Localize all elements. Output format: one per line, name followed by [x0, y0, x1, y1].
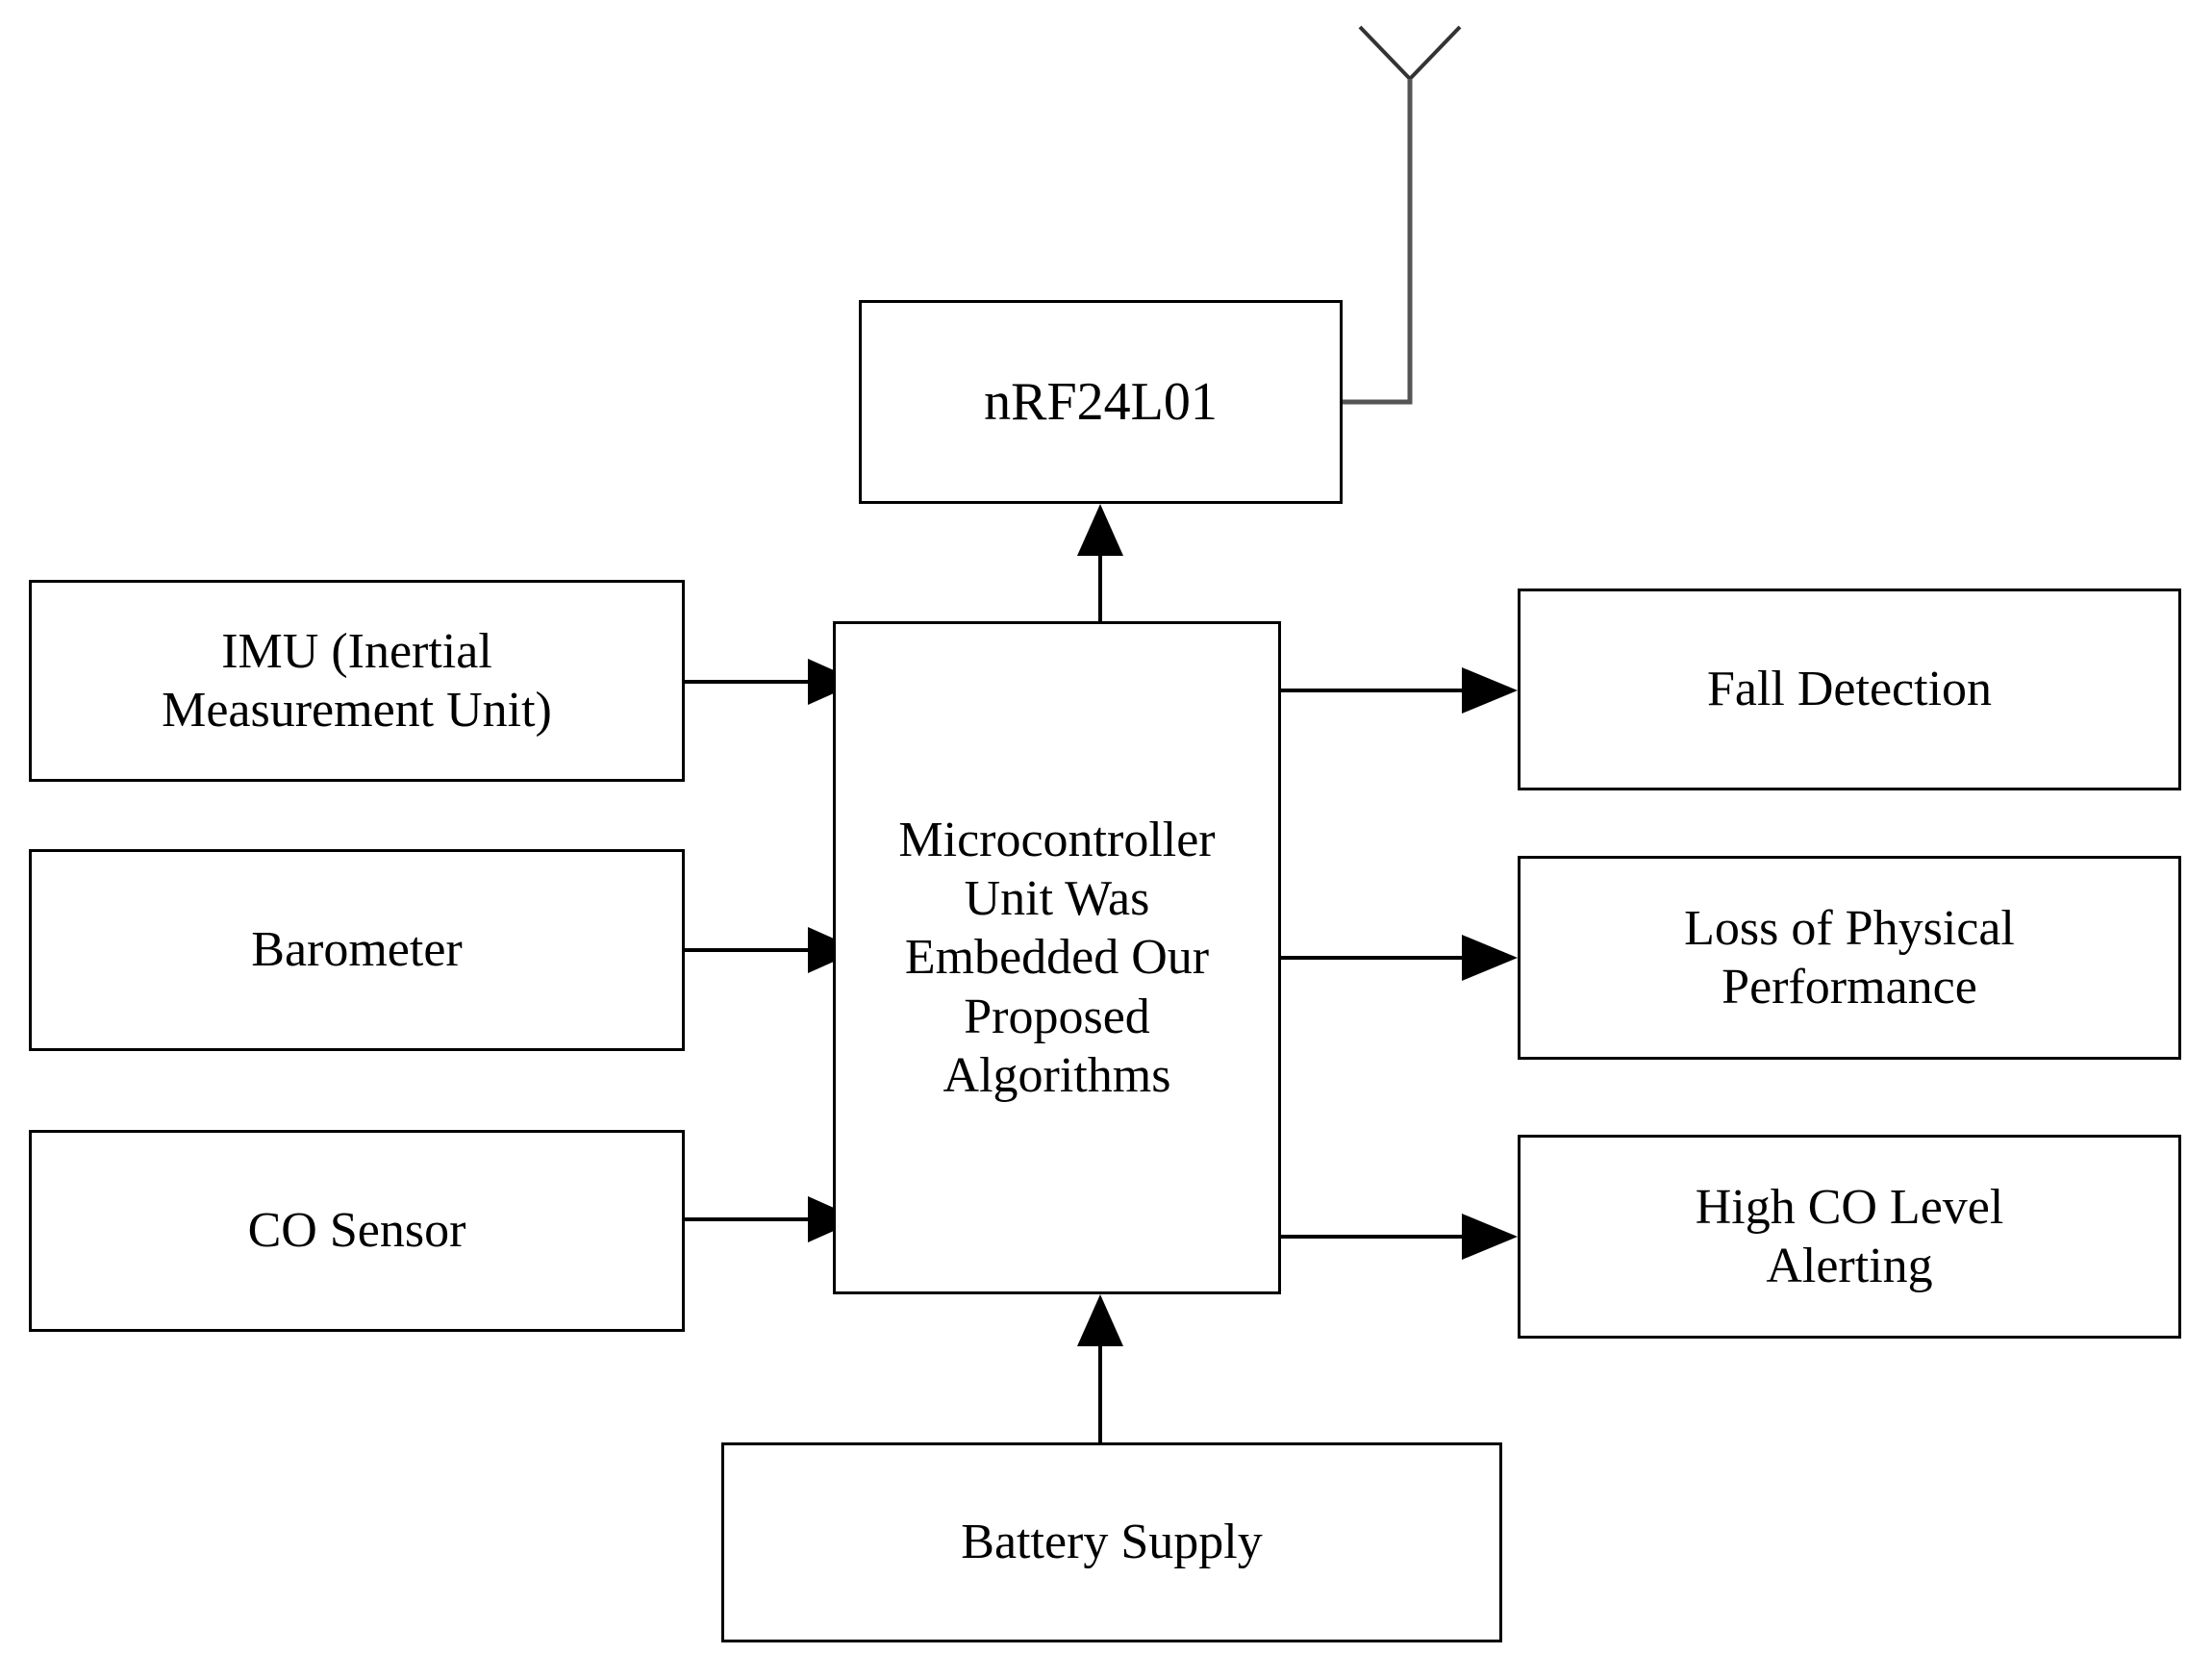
- node-loss-of-physical-performance-label: Loss of Physical Performance: [1684, 900, 2015, 1015]
- node-microcontroller-unit[interactable]: Microcontroller Unit Was Embedded Our Pr…: [833, 621, 1281, 1294]
- node-fall-detection[interactable]: Fall Detection: [1518, 589, 2181, 790]
- node-battery-supply-label: Battery Supply: [961, 1515, 1263, 1570]
- edge-mcu-to-fall-detection: [1281, 667, 1518, 714]
- node-co-sensor-label: CO Sensor: [247, 1203, 466, 1259]
- edge-mcu-to-nrf24l01: [1077, 504, 1123, 621]
- antenna-icon: [1343, 25, 1462, 405]
- node-imu[interactable]: IMU (Inertial Measurement Unit): [29, 580, 685, 782]
- node-imu-label: IMU (Inertial Measurement Unit): [162, 623, 552, 738]
- edge-mcu-to-high-co-level-alerting: [1281, 1214, 1518, 1260]
- node-microcontroller-unit-label: Microcontroller Unit Was Embedded Our Pr…: [898, 812, 1216, 1104]
- node-battery-supply[interactable]: Battery Supply: [721, 1442, 1502, 1642]
- node-nrf24l01[interactable]: nRF24L01: [859, 300, 1343, 504]
- node-loss-of-physical-performance[interactable]: Loss of Physical Performance: [1518, 856, 2181, 1060]
- node-barometer[interactable]: Barometer: [29, 849, 685, 1051]
- node-high-co-level-alerting[interactable]: High CO Level Alerting: [1518, 1135, 2181, 1339]
- edge-battery-to-mcu: [1077, 1294, 1123, 1442]
- node-barometer-label: Barometer: [251, 922, 463, 978]
- node-high-co-level-alerting-label: High CO Level Alerting: [1695, 1179, 2004, 1293]
- node-fall-detection-label: Fall Detection: [1706, 662, 1993, 717]
- edge-mcu-to-loss-of-physical-performance: [1281, 935, 1518, 981]
- node-co-sensor[interactable]: CO Sensor: [29, 1130, 685, 1332]
- node-nrf24l01-label: nRF24L01: [984, 371, 1218, 432]
